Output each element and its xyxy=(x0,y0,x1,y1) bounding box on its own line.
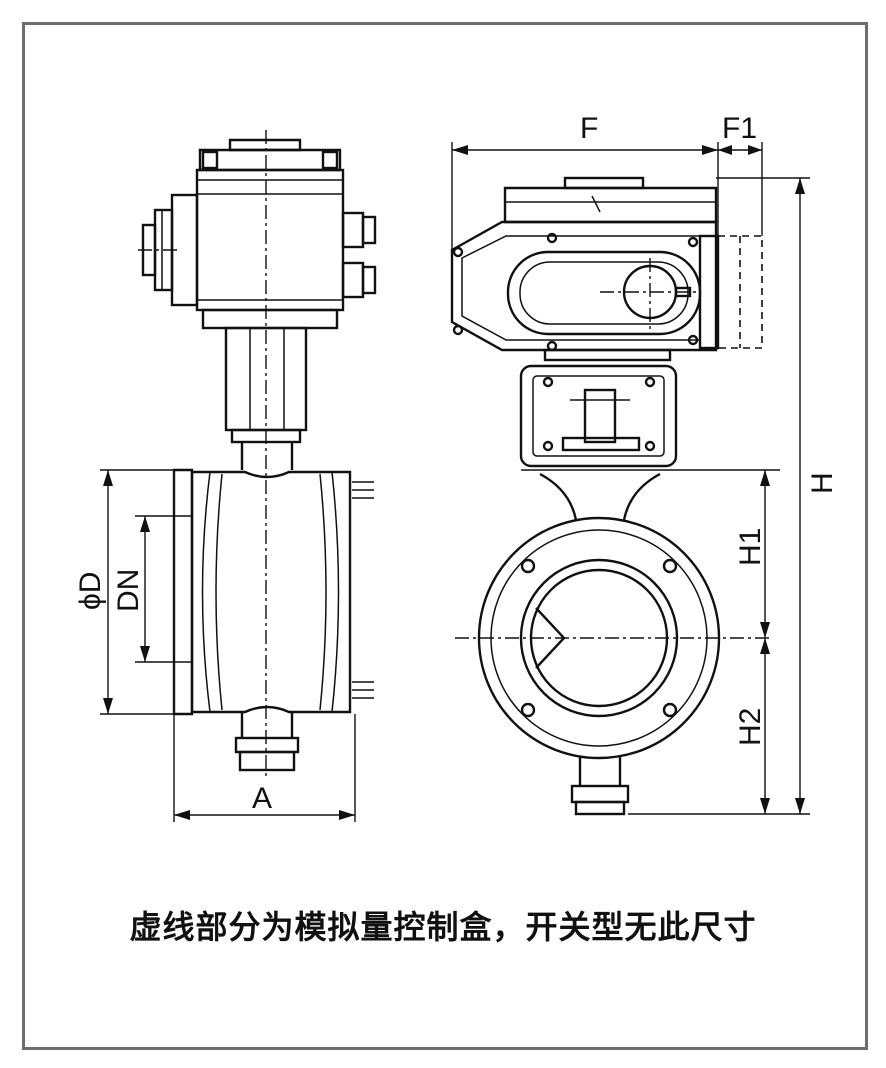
side-actuator-top xyxy=(503,186,718,224)
cable-gland-upper-nut xyxy=(361,215,377,245)
phiD-arrow-bottom xyxy=(103,698,113,714)
actuator-corner-right xyxy=(321,150,339,170)
side-view xyxy=(450,142,810,816)
bolt-marks-upper xyxy=(352,481,374,499)
housing-bolt xyxy=(687,236,699,248)
actuator-base-plate xyxy=(201,308,339,330)
cable-gland-upper xyxy=(341,211,365,249)
coupling xyxy=(583,388,617,444)
valve-body xyxy=(190,470,352,714)
side-bottom-stem xyxy=(578,757,622,786)
actuator-top-cap xyxy=(228,138,302,152)
side-actuator-top-cap xyxy=(563,176,645,190)
housing-bolt xyxy=(452,246,464,258)
side-bottom-cap-base xyxy=(574,800,626,816)
valve-flange-left xyxy=(172,468,194,716)
coupling-plate xyxy=(561,436,641,452)
housing-bolt xyxy=(452,324,464,336)
body-contour-left xyxy=(201,471,211,713)
indicator-knob xyxy=(674,286,692,298)
housing-bolt xyxy=(687,334,699,346)
bottom-stem xyxy=(240,712,294,738)
actuator-top-rim xyxy=(198,148,342,172)
label-F: F xyxy=(580,112,598,145)
front-view xyxy=(100,130,377,822)
flange-bolt-hole xyxy=(662,558,678,574)
side-housing-inner xyxy=(461,235,701,341)
cable-gland-lower xyxy=(341,261,365,299)
A-arrow-right xyxy=(339,810,355,820)
side-bracket-frame xyxy=(519,364,678,468)
flange-bolt-hole xyxy=(520,702,536,718)
label-phiD: ϕD xyxy=(74,572,107,610)
bracket-bolt xyxy=(542,440,554,452)
actuator-corner-left xyxy=(201,150,219,170)
stem-housing xyxy=(240,442,294,470)
bolt-marks-lower xyxy=(352,681,374,699)
cable-gland-lower-nut xyxy=(361,265,377,295)
label-H2: H2 xyxy=(734,708,767,746)
body-contour-left-inner xyxy=(215,473,223,711)
DN-arrow-top xyxy=(140,516,150,532)
H1-arrow-top xyxy=(760,470,770,486)
bracket-bolt xyxy=(542,376,554,388)
side-bottom-cap xyxy=(570,784,630,804)
label-H1: H1 xyxy=(734,528,767,566)
side-neck xyxy=(539,472,661,521)
phiD-arrow-top xyxy=(103,470,113,486)
bracket-bolt xyxy=(644,440,656,452)
analog-control-box-dashed xyxy=(718,235,763,349)
diagram-caption: 虚线部分为模拟量控制盒，开关型无此尺寸 xyxy=(129,908,757,946)
A-arrow-left xyxy=(174,810,190,820)
H-arrow-bottom xyxy=(795,798,805,814)
label-H: H xyxy=(806,472,839,494)
F1-arrow-right xyxy=(748,145,762,155)
H-arrow-top xyxy=(795,178,805,194)
H2-arrow-bottom xyxy=(760,798,770,814)
label-DN: DN xyxy=(112,569,145,612)
body-contour-right xyxy=(331,471,340,713)
valve-bore-outer xyxy=(519,558,679,718)
flange-bolt-hole xyxy=(662,702,678,718)
F-arrow-right xyxy=(702,145,718,155)
DN-arrow-bottom xyxy=(140,646,150,662)
flange-bolt-hole xyxy=(520,558,536,574)
indicator-window xyxy=(506,250,702,336)
bracket-bolt xyxy=(644,376,656,388)
diagram-frame xyxy=(22,22,868,1050)
bottom-cap-base xyxy=(238,750,296,772)
side-top-mark xyxy=(591,195,601,213)
side-bracket-inner xyxy=(532,375,665,457)
F-arrow-left xyxy=(452,145,468,155)
H2-arrow-top xyxy=(760,638,770,654)
side-actuator-housing xyxy=(450,220,718,352)
H1-arrow-bottom xyxy=(760,622,770,638)
body-contour-right-inner xyxy=(319,473,327,711)
actuator-body xyxy=(195,168,345,312)
side-actuator-base xyxy=(543,348,672,362)
housing-bolt xyxy=(546,232,558,244)
label-F1: F1 xyxy=(722,112,757,145)
F1-arrow-left xyxy=(718,145,732,155)
bottom-cap xyxy=(234,736,300,754)
indicator-window-inner xyxy=(519,261,689,325)
label-A: A xyxy=(252,782,272,815)
